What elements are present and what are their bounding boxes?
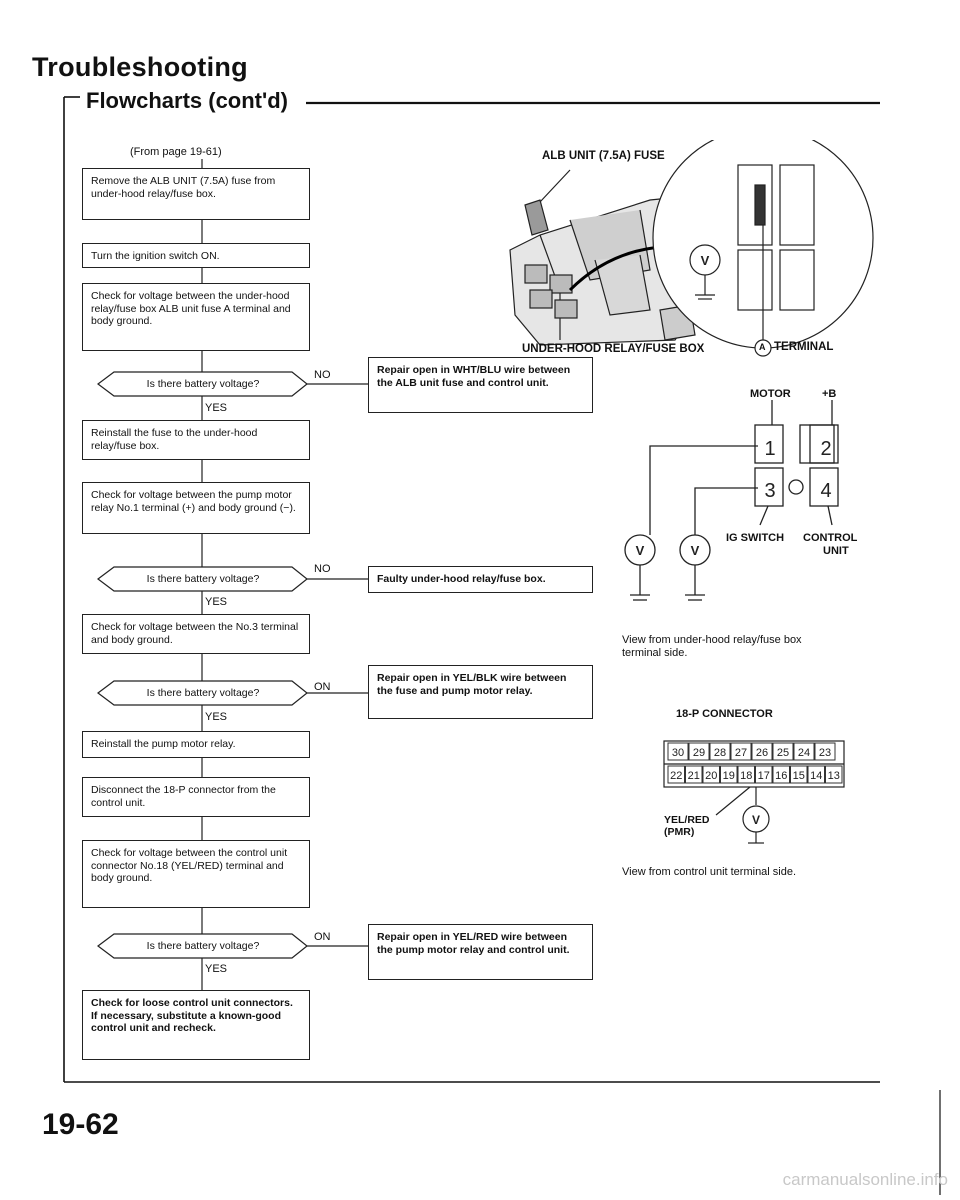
connector-title: 18-P CONNECTOR xyxy=(676,708,773,720)
step-check-voltage-alb: Check for voltage between the under-hood… xyxy=(82,283,310,351)
fuse-box-illustration: V xyxy=(509,140,874,357)
connector-pin-27: 27 xyxy=(735,747,747,759)
pin-1: 1 xyxy=(764,438,775,460)
connector-pin-29: 29 xyxy=(693,747,705,759)
pin-4: 4 xyxy=(820,480,831,502)
question-shape-3 xyxy=(97,680,308,706)
connector-pin-16: 16 xyxy=(775,770,787,782)
no-label-1: NO xyxy=(314,369,331,381)
connector-pin-23: 23 xyxy=(819,747,831,759)
connector-pin-box xyxy=(737,765,755,784)
voltmeter-symbol-relay-1: V xyxy=(636,543,645,558)
connector-pin-26: 26 xyxy=(756,747,768,759)
page-number: 19-62 xyxy=(42,1108,119,1141)
connector-pin-19: 19 xyxy=(723,770,735,782)
connector-pin-24: 24 xyxy=(798,747,810,759)
step-remove-fuse: Remove the ALB UNIT (7.5A) fuse from und… xyxy=(82,168,310,220)
yes-label-4: YES xyxy=(205,963,228,975)
yes-label-1: YES xyxy=(205,402,228,414)
terminal-label: TERMINAL xyxy=(774,341,834,353)
connector-pin-13: 13 xyxy=(828,770,840,782)
connector-pin-21: 21 xyxy=(688,770,700,782)
yel-red-label: YEL/RED xyxy=(664,814,710,826)
connector-pin-20: 20 xyxy=(705,770,717,782)
result-repair-wht-blu: Repair open in WHT/BLU wire between the … xyxy=(368,357,593,413)
on-label-3: ON xyxy=(314,681,331,693)
from-page-label: (From page 19-61) xyxy=(130,146,222,158)
plus-b-label: +B xyxy=(822,388,837,400)
connector-diagram: 30 29 28 27 26 25 24 23 22 21 20 19 18 17 16 15 14 13 V xyxy=(663,740,845,844)
ig-switch-label: IG SWITCH xyxy=(726,532,785,544)
step-check-control-unit: Check for voltage between the control un… xyxy=(82,840,310,908)
connector-pin-box xyxy=(667,765,685,784)
on-label-4: ON xyxy=(314,931,331,943)
connector-pin-box xyxy=(793,742,815,761)
connector-pin-box xyxy=(702,765,720,784)
connector-pin-box xyxy=(790,765,808,784)
page-subtitle: Flowcharts (cont'd) xyxy=(86,88,289,113)
result-faulty-fuse-box: Faulty under-hood relay/fuse box. xyxy=(368,566,593,593)
connector-pin-box xyxy=(825,765,843,784)
connector-pin-17: 17 xyxy=(758,770,770,782)
question-shape-4 xyxy=(97,933,308,959)
connector-pin-box xyxy=(667,742,689,761)
question-text-1: Is there battery voltage? xyxy=(146,378,260,390)
connector-pin-box xyxy=(730,742,752,761)
question-text-4: Is there battery voltage? xyxy=(146,940,260,952)
connector-pin-box xyxy=(685,765,703,784)
terminal-a-marker xyxy=(754,339,772,357)
step-reinstall-fuse: Reinstall the fuse to the under-hood rel… xyxy=(82,420,310,460)
motor-label: MOTOR xyxy=(750,388,791,400)
connector-pin-22: 22 xyxy=(670,770,682,782)
step-disconnect-18p: Disconnect the 18-P connector from the c… xyxy=(82,777,310,817)
relay-view-text-1: View from under-hood relay/fuse box xyxy=(622,634,802,646)
connector-pin-box xyxy=(755,765,773,784)
step-reinstall-relay: Reinstall the pump motor relay. xyxy=(82,731,310,758)
connector-pin-box xyxy=(772,742,794,761)
question-text-3: Is there battery voltage? xyxy=(146,687,260,699)
pmr-label: (PMR) xyxy=(664,826,695,838)
step-ignition-on: Turn the ignition switch ON. xyxy=(82,243,310,268)
relay-diagram: 1 2 3 4 V V xyxy=(624,400,839,601)
connector-pin-15: 15 xyxy=(793,770,805,782)
voltmeter-symbol-fusebox: V xyxy=(701,253,710,268)
connector-pin-box xyxy=(772,765,790,784)
connector-pin-box xyxy=(807,765,825,784)
connector-pin-25: 25 xyxy=(777,747,789,759)
question-shape-2 xyxy=(97,566,308,592)
connector-pin-14: 14 xyxy=(810,770,822,782)
yes-label-3: YES xyxy=(205,711,228,723)
connector-pin-28: 28 xyxy=(714,747,726,759)
step-check-no3-terminal: Check for voltage between the No.3 termi… xyxy=(82,614,310,654)
question-text-2: Is there battery voltage? xyxy=(146,573,260,585)
result-repair-yel-blk: Repair open in YEL/BLK wire between the … xyxy=(368,665,593,719)
fuse-label: ALB UNIT (7.5A) FUSE xyxy=(542,150,665,162)
connector-pin-30: 30 xyxy=(672,747,684,759)
fuse-box-label: UNDER-HOOD RELAY/FUSE BOX xyxy=(522,343,705,355)
page-title: Troubleshooting xyxy=(32,52,248,82)
connector-pin-box xyxy=(720,765,738,784)
step-check-loose-connectors: Check for loose control unit connectors.… xyxy=(82,990,310,1060)
control-label: CONTROL xyxy=(803,532,858,544)
question-shape-1 xyxy=(97,371,308,397)
terminal-marker-letter: A xyxy=(759,342,766,352)
voltmeter-symbol-relay-2: V xyxy=(691,543,700,558)
voltmeter-symbol-connector: V xyxy=(752,813,760,827)
no-label-2: NO xyxy=(314,563,331,575)
relay-view-text-2: terminal side. xyxy=(622,647,688,659)
connector-pin-box xyxy=(688,742,710,761)
yes-label-2: YES xyxy=(205,596,228,608)
connector-pin-box xyxy=(814,742,836,761)
connector-pin-box xyxy=(709,742,731,761)
pin-2: 2 xyxy=(820,438,831,460)
result-repair-yel-red: Repair open in YEL/RED wire between the … xyxy=(368,924,593,980)
connector-pin-18: 18 xyxy=(740,770,752,782)
connector-pin-box xyxy=(751,742,773,761)
watermark: carmanualsonline.info xyxy=(782,1170,948,1189)
pin-3: 3 xyxy=(764,480,775,502)
step-check-pump-relay: Check for voltage between the pump motor… xyxy=(82,482,310,534)
unit-label: UNIT xyxy=(823,545,849,557)
connector-view-text: View from control unit terminal side. xyxy=(622,866,797,878)
